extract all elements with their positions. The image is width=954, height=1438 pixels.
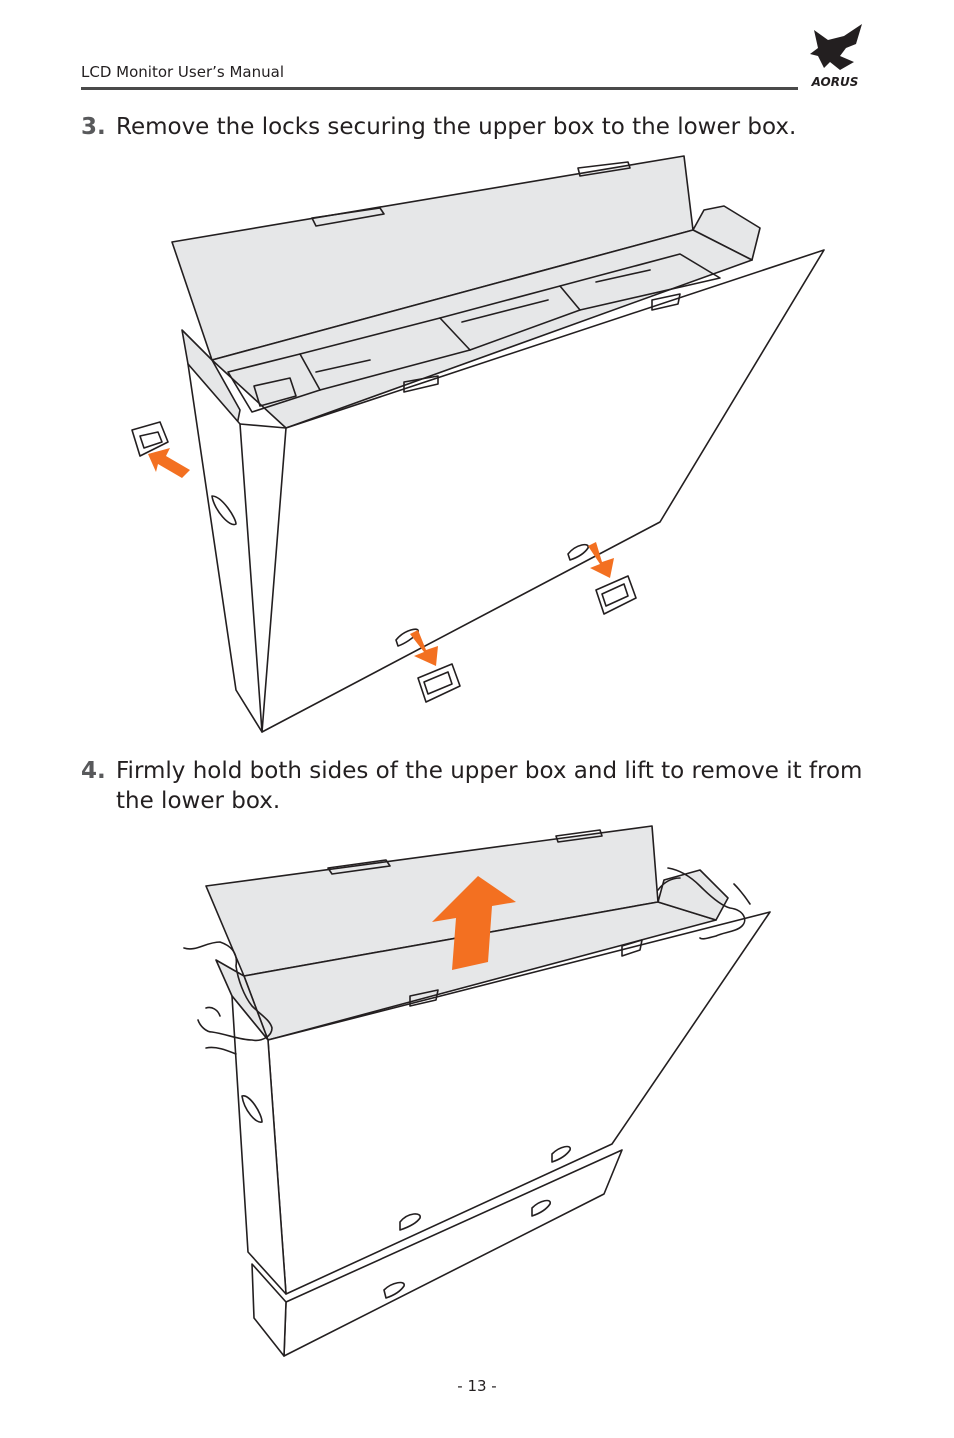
header-divider: [81, 87, 798, 90]
step-number: 3.: [81, 114, 106, 140]
step-text: Remove the locks securing the upper box …: [116, 114, 797, 140]
right-hand: [657, 867, 751, 940]
box-locks-removal-illustration: [131, 155, 825, 733]
aorus-eagle-logo: AORUS: [810, 24, 862, 89]
lock-clip-bottom-right: [595, 575, 637, 615]
orange-arrow-left: [148, 448, 190, 478]
box-lift-illustration: [183, 825, 771, 1357]
step-text: Firmly hold both sides of the upper box …: [116, 758, 863, 814]
page-number: - 13 -: [457, 1377, 497, 1395]
lock-clip-bottom-left: [417, 663, 461, 703]
orange-arrow-up: [432, 876, 516, 970]
lock-clip-left: [131, 421, 169, 457]
svg-text:AORUS: AORUS: [811, 75, 859, 89]
orange-arrow-bottom-right: [588, 542, 614, 578]
step-number: 4.: [81, 758, 106, 784]
header-title: LCD Monitor User’s Manual: [81, 63, 284, 81]
left-hand: [183, 941, 273, 1055]
orange-arrow-bottom-left: [410, 630, 438, 666]
